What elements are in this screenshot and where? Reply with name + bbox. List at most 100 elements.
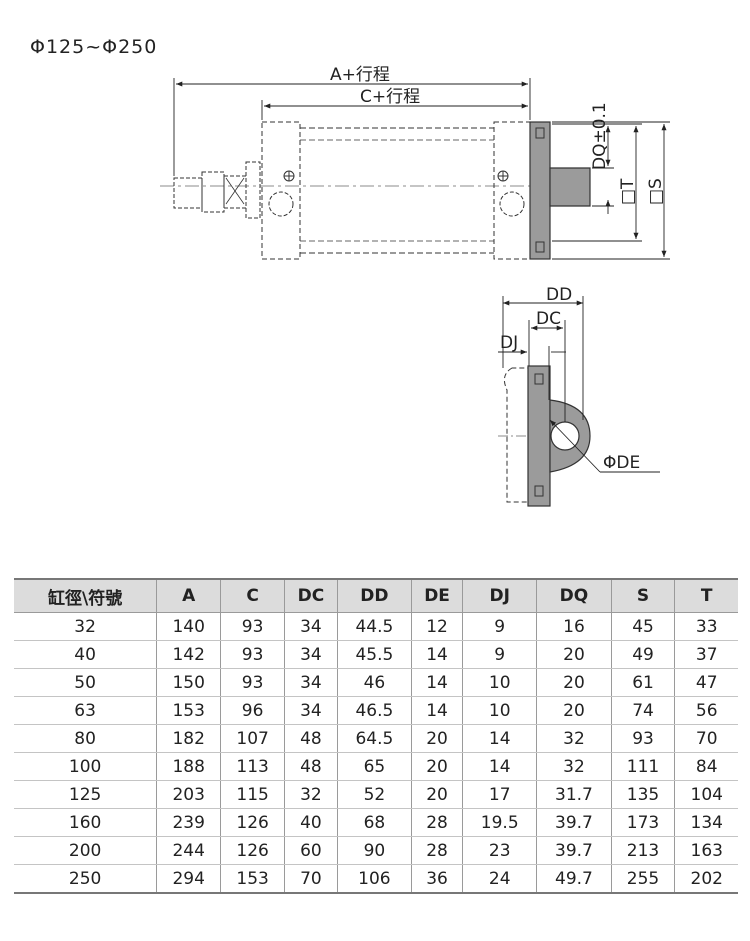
table-cell: 40 bbox=[14, 640, 158, 669]
table-cell: 113 bbox=[220, 752, 286, 781]
col-header-t: T bbox=[674, 578, 738, 613]
col-header-dd: DD bbox=[336, 578, 413, 613]
table-cell: 34 bbox=[284, 612, 338, 641]
cylinder-drawing: A+行程 C+行程 DQ±0.1 □T □S bbox=[160, 65, 670, 507]
table-cell: 90 bbox=[336, 836, 413, 865]
table-cell: 34 bbox=[284, 640, 338, 669]
clevis-detail-view bbox=[498, 365, 591, 507]
table-cell: 31.7 bbox=[536, 780, 612, 809]
table-cell: 63 bbox=[14, 696, 158, 725]
table-cell: 39.7 bbox=[536, 808, 612, 837]
table-cell: 100 bbox=[14, 752, 158, 781]
table-cell: 49.7 bbox=[536, 864, 612, 894]
table-cell: 52 bbox=[336, 780, 413, 809]
col-header-a: A bbox=[156, 578, 222, 613]
table-cell: 14 bbox=[411, 640, 464, 669]
table-cell: 19.5 bbox=[462, 808, 538, 837]
table-cell: 49 bbox=[610, 640, 676, 669]
col-header-de: DE bbox=[411, 578, 464, 613]
table-cell: 24 bbox=[462, 864, 538, 894]
table-cell: 28 bbox=[411, 808, 464, 837]
table-cell: 10 bbox=[462, 696, 538, 725]
table-cell: 64.5 bbox=[336, 724, 413, 753]
table-cell: 46 bbox=[336, 668, 413, 697]
dim-dj bbox=[498, 346, 566, 400]
table-cell: 107 bbox=[220, 724, 286, 753]
col-header-c: C bbox=[220, 578, 286, 613]
table-cell: 12 bbox=[411, 612, 464, 641]
table-cell: 48 bbox=[284, 752, 338, 781]
table-cell: 125 bbox=[14, 780, 158, 809]
dim-de bbox=[549, 419, 660, 473]
dim-dc bbox=[528, 320, 566, 422]
table-cell: 40 bbox=[284, 808, 338, 837]
table-cell: 45.5 bbox=[336, 640, 413, 669]
table-cell: 202 bbox=[674, 864, 738, 894]
table-cell: 34 bbox=[284, 696, 338, 725]
dim-t-label: □T bbox=[618, 178, 638, 205]
table-cell: 46.5 bbox=[336, 696, 413, 725]
table-cell: 47 bbox=[674, 668, 738, 697]
table-cell: 126 bbox=[220, 808, 286, 837]
dim-dc-label: DC bbox=[536, 309, 561, 329]
dim-dj-label: DJ bbox=[500, 333, 518, 353]
table-cell: 153 bbox=[156, 696, 222, 725]
table-cell: 16 bbox=[536, 612, 612, 641]
col-header-bore: 缸徑\符號 bbox=[14, 578, 158, 613]
dim-dd bbox=[502, 296, 584, 420]
table-cell: 160 bbox=[14, 808, 158, 837]
table-cell: 250 bbox=[14, 864, 158, 894]
table-cell: 44.5 bbox=[336, 612, 413, 641]
table-cell: 32 bbox=[536, 724, 612, 753]
table-cell: 203 bbox=[156, 780, 222, 809]
table-cell: 74 bbox=[610, 696, 676, 725]
table-cell: 142 bbox=[156, 640, 222, 669]
table-cell: 9 bbox=[462, 640, 538, 669]
table-cell: 150 bbox=[156, 668, 222, 697]
dim-dq-label: DQ±0.1 bbox=[590, 102, 610, 170]
table-cell: 93 bbox=[220, 612, 286, 641]
table-cell: 182 bbox=[156, 724, 222, 753]
table-cell: 14 bbox=[411, 668, 464, 697]
table-cell: 50 bbox=[14, 668, 158, 697]
col-header-s: S bbox=[610, 578, 676, 613]
table-cell: 134 bbox=[674, 808, 738, 837]
table-cell: 200 bbox=[14, 836, 158, 865]
table-cell: 153 bbox=[220, 864, 286, 894]
table-cell: 65 bbox=[336, 752, 413, 781]
table-cell: 93 bbox=[220, 668, 286, 697]
table-cell: 14 bbox=[411, 696, 464, 725]
table-cell: 20 bbox=[536, 640, 612, 669]
dim-c-stroke bbox=[261, 100, 528, 120]
table-cell: 20 bbox=[536, 668, 612, 697]
table-cell: 84 bbox=[674, 752, 738, 781]
table-cell: 14 bbox=[462, 724, 538, 753]
table-cell: 33 bbox=[674, 612, 738, 641]
table-cell: 14 bbox=[462, 752, 538, 781]
table-cell: 188 bbox=[156, 752, 222, 781]
cylinder-side-view bbox=[160, 121, 590, 260]
table-cell: 255 bbox=[610, 864, 676, 894]
table-cell: 60 bbox=[284, 836, 338, 865]
table-cell: 115 bbox=[220, 780, 286, 809]
table-cell: 294 bbox=[156, 864, 222, 894]
table-cell: 70 bbox=[284, 864, 338, 894]
table-cell: 37 bbox=[674, 640, 738, 669]
table-cell: 96 bbox=[220, 696, 286, 725]
table-cell: 34 bbox=[284, 668, 338, 697]
dim-dd-label: DD bbox=[546, 285, 572, 305]
table-cell: 104 bbox=[674, 780, 738, 809]
table-cell: 173 bbox=[610, 808, 676, 837]
table-cell: 70 bbox=[674, 724, 738, 753]
table-cell: 10 bbox=[462, 668, 538, 697]
table-cell: 9 bbox=[462, 612, 538, 641]
table-cell: 93 bbox=[610, 724, 676, 753]
table-cell: 45 bbox=[610, 612, 676, 641]
